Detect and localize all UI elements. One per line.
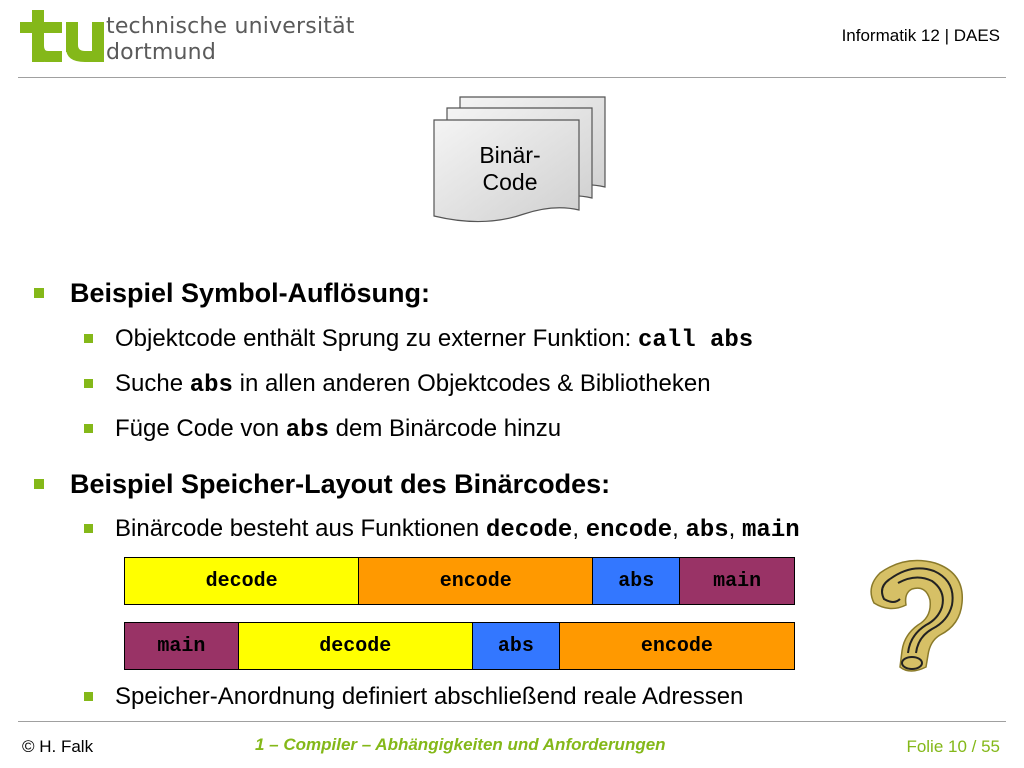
bullet-square-icon [84, 334, 93, 343]
university-name-line1: technische universität [106, 14, 355, 39]
bullet-symbol-resolution: Beispiel Symbol-Auflösung: [34, 278, 430, 309]
bullet-square-icon [84, 524, 93, 533]
separator: , [728, 515, 743, 542]
segment-main: main [125, 623, 239, 669]
sub-bullet-text: Speicher-Anordnung definiert abschließen… [115, 683, 744, 710]
footer-divider [18, 721, 1006, 722]
sub-bullet-text-pre: Suche [115, 370, 190, 397]
code-snippet: encode [585, 517, 673, 544]
header-divider [18, 77, 1006, 78]
footer-chapter: 1 – Compiler – Abhängigkeiten und Anford… [255, 735, 666, 754]
segment-encode: encode [359, 558, 594, 604]
course-label: Informatik 12 | DAES [841, 26, 1000, 45]
binary-code-label-line1: Binär- [479, 142, 541, 168]
bullet-square-icon [84, 379, 93, 388]
binary-code-label: Binär- Code [460, 142, 560, 196]
segment-decode: decode [125, 558, 360, 604]
sub-bullet-functions: Binärcode besteht aus Funktionen decode,… [84, 515, 800, 544]
segment-main: main [680, 558, 794, 604]
sub-bullet-add: Füge Code von abs dem Binärcode hinzu [84, 415, 561, 444]
footer-author: © H. Falk [22, 737, 94, 756]
segment-encode: encode [559, 623, 794, 669]
bullet-memory-layout: Beispiel Speicher-Layout des Binärcodes: [34, 469, 610, 500]
code-snippet: decode [485, 517, 573, 544]
bullet-title: Beispiel Symbol-Auflösung: [70, 278, 431, 308]
bullet-title: Beispiel Speicher-Layout des Binärcodes: [70, 469, 611, 499]
bullet-square-icon [34, 479, 44, 489]
sub-bullet-jump: Objektcode enthält Sprung zu externer Fu… [84, 325, 753, 354]
separator: , [672, 515, 686, 542]
sub-bullet-search: Suche abs in allen anderen Objektcodes &… [84, 370, 711, 399]
sub-bullet-text-post: in allen anderen Objektcodes & Bibliothe… [232, 370, 711, 397]
document-stack-icon [433, 96, 606, 223]
binary-code-label-line2: Code [482, 169, 538, 195]
segment-abs: abs [593, 558, 681, 604]
segment-decode: decode [238, 623, 473, 669]
bullet-square-icon [34, 288, 44, 298]
code-snippet: abs [685, 517, 729, 544]
segment-abs: abs [472, 623, 560, 669]
code-snippet: abs [189, 372, 233, 399]
university-name-line2: dortmund [106, 40, 216, 65]
footer-slide-number: Folie 10 / 55 [906, 737, 1000, 756]
sub-bullet-text: Objektcode enthält Sprung zu externer Fu… [115, 325, 638, 352]
separator: , [572, 515, 586, 542]
sub-bullet-text-post: dem Binärcode hinzu [329, 415, 562, 442]
bullet-square-icon [84, 692, 93, 701]
code-snippet: call abs [637, 327, 754, 354]
sub-bullet-addresses: Speicher-Anordnung definiert abschließen… [84, 683, 743, 711]
code-snippet: main [742, 517, 800, 544]
bullet-square-icon [84, 424, 93, 433]
sub-bullet-text-pre: Binärcode besteht aus Funktionen [115, 515, 486, 542]
code-snippet: abs [285, 417, 329, 444]
question-mark-icon [870, 559, 963, 672]
tu-logo [20, 10, 104, 62]
sub-bullet-text-pre: Füge Code von [115, 415, 286, 442]
